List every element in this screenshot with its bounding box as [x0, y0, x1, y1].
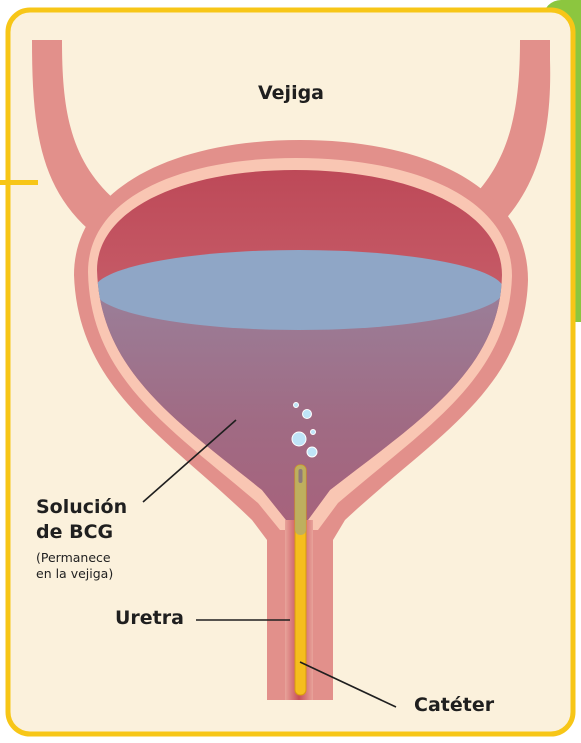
left-divider: [0, 180, 38, 185]
solution-label-line2: de BCG: [36, 521, 113, 543]
urethra-label: Uretra: [115, 607, 184, 629]
solution-note-line2: en la vejiga): [36, 566, 113, 581]
solution-label-line1: Solución: [36, 496, 127, 518]
bubble: [292, 432, 306, 446]
solution-note-line1: (Permanece: [36, 550, 111, 565]
liquid-surface: [94, 250, 504, 330]
bubble: [294, 403, 299, 408]
catheter: [295, 465, 306, 695]
bubble: [311, 430, 316, 435]
bubble: [303, 410, 312, 419]
bubble: [307, 447, 317, 457]
catheter-label: Catéter: [414, 694, 494, 716]
bladder-label: Vejiga: [258, 82, 324, 104]
